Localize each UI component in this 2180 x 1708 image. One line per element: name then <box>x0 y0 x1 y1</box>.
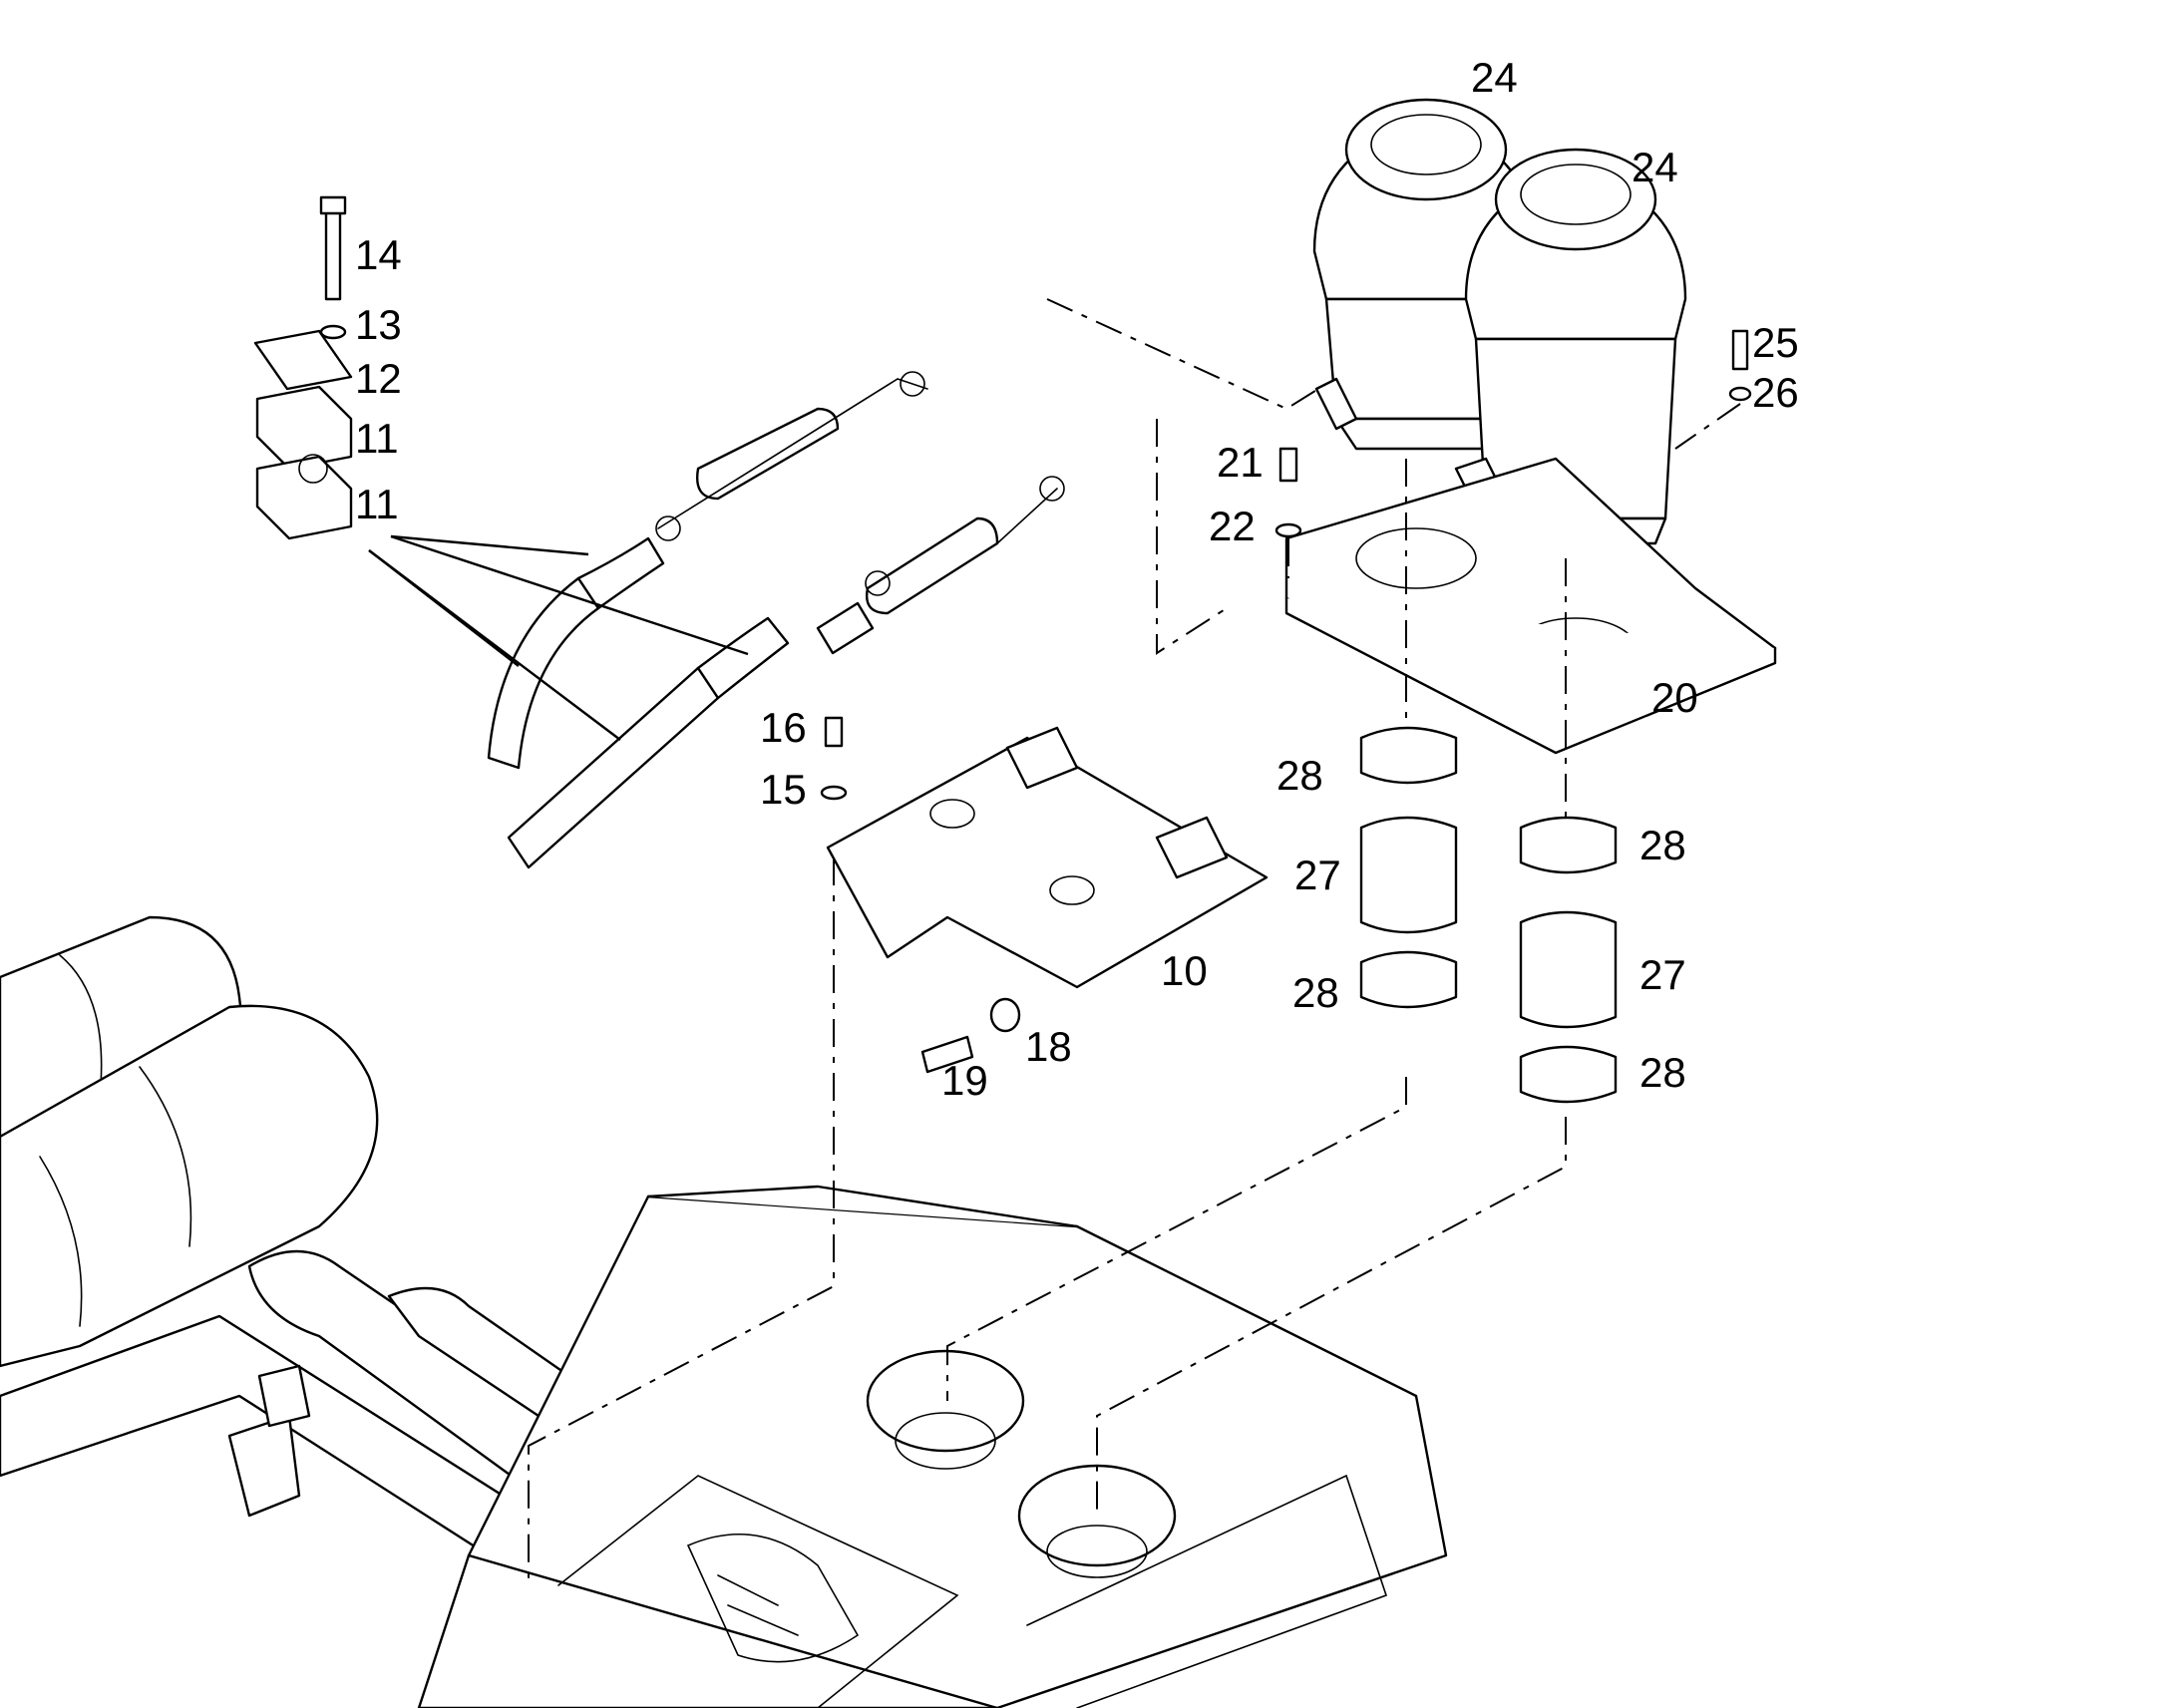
washer-13 <box>319 324 347 340</box>
callout-27b: 27 <box>1639 951 1686 998</box>
callout-28d: 28 <box>1639 1049 1686 1096</box>
machine-body <box>0 915 1448 1708</box>
callout-13: 13 <box>355 301 402 348</box>
sleeve-27-a <box>1359 816 1458 934</box>
callout-10: 10 <box>1161 947 1208 994</box>
bolt-14 <box>324 203 342 301</box>
callout-24a: 24 <box>1471 54 1518 101</box>
washer-15 <box>820 785 848 801</box>
air-hole-rear <box>1017 1464 1177 1567</box>
callout-28c: 28 <box>1292 969 1339 1016</box>
clamp-28-c <box>1519 816 1618 874</box>
clamps-left-column <box>1359 726 1458 1009</box>
bolt-21 <box>1278 447 1298 483</box>
clamp-half-11-lower <box>255 455 353 540</box>
callout-15: 15 <box>760 766 807 813</box>
callout-18: 18 <box>1025 1023 1072 1070</box>
callout-26: 26 <box>1752 369 1799 416</box>
washer-26 <box>1728 386 1752 402</box>
washer-18 <box>989 997 1021 1033</box>
hose-assembly <box>487 371 1065 869</box>
callout-24b: 24 <box>1632 144 1678 190</box>
callout-16: 16 <box>760 704 807 751</box>
leader-lines <box>528 298 1741 1585</box>
callout-28b: 28 <box>1639 822 1686 868</box>
sleeve-27-b <box>1519 910 1618 1029</box>
callout-28a: 28 <box>1276 752 1323 799</box>
bolt-16 <box>824 716 844 748</box>
callout-11-arrows <box>368 534 749 741</box>
callouts: 24 24 14 13 12 11 11 25 26 21 22 20 16 1… <box>355 54 1799 1104</box>
callout-20: 20 <box>1651 674 1698 721</box>
callout-19: 19 <box>941 1057 988 1104</box>
plate-12 <box>253 329 353 391</box>
clamp-parts <box>253 195 353 540</box>
bolt-19 <box>920 1035 974 1074</box>
mount-plate-20 <box>1284 457 1777 755</box>
clamp-half-11-upper <box>255 385 353 471</box>
housing <box>417 1185 1448 1708</box>
clamp-28-b <box>1359 950 1458 1009</box>
air-hole-front <box>866 1349 1025 1453</box>
callout-12: 12 <box>355 355 402 402</box>
callout-27a: 27 <box>1294 852 1341 898</box>
clamp-28-d <box>1519 1045 1618 1104</box>
tank-lower <box>0 1004 379 1368</box>
callout-14: 14 <box>355 231 402 278</box>
callout-11b: 11 <box>355 481 399 527</box>
washer-22 <box>1274 522 1302 538</box>
callout-25: 25 <box>1752 319 1799 366</box>
plate-10 <box>826 726 1269 989</box>
clamp-28-a <box>1359 726 1458 785</box>
callout-22: 22 <box>1209 503 1256 549</box>
clamps-right-column <box>1519 816 1618 1104</box>
bolt-25 <box>1731 329 1749 371</box>
callout-11a: 11 <box>355 415 399 462</box>
callout-21: 21 <box>1217 439 1264 486</box>
